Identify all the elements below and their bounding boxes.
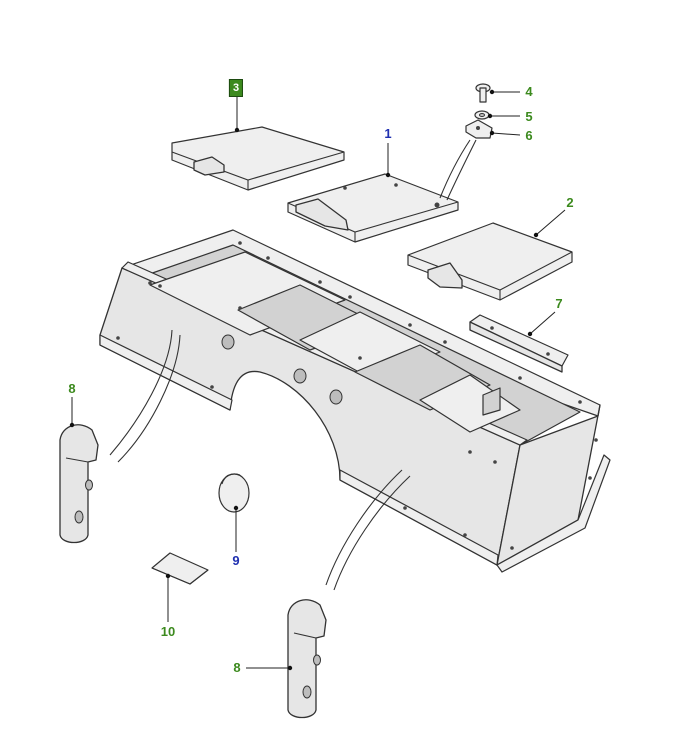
callout-5[interactable]: 5 <box>525 109 533 124</box>
callout-3-box[interactable]: 3 <box>228 79 244 97</box>
callout-8-upper[interactable]: 8 <box>68 381 76 396</box>
blanking-plug-9 <box>218 473 250 513</box>
callout-8-lower[interactable]: 8 <box>233 660 241 675</box>
callout-7[interactable]: 7 <box>555 296 563 311</box>
callout-1[interactable]: 1 <box>384 126 392 141</box>
hinge-bracket-8-left <box>59 329 181 544</box>
callout-9[interactable]: 9 <box>232 553 240 568</box>
callout-2[interactable]: 2 <box>566 195 574 210</box>
leader-lines <box>69 89 566 671</box>
trim-strip-7 <box>469 314 569 373</box>
hinge-bracket-8-lower <box>287 469 411 719</box>
lid-panel-3 <box>171 126 345 191</box>
fixing-hardware <box>439 83 493 201</box>
label-plate-10 <box>151 552 209 585</box>
callout-6[interactable]: 6 <box>525 128 533 143</box>
lid-panel-2 <box>407 222 573 301</box>
callout-10[interactable]: 10 <box>160 624 176 639</box>
lid-panel-1 <box>287 173 459 243</box>
seat-box-frame <box>99 229 611 573</box>
callout-4[interactable]: 4 <box>525 84 533 99</box>
